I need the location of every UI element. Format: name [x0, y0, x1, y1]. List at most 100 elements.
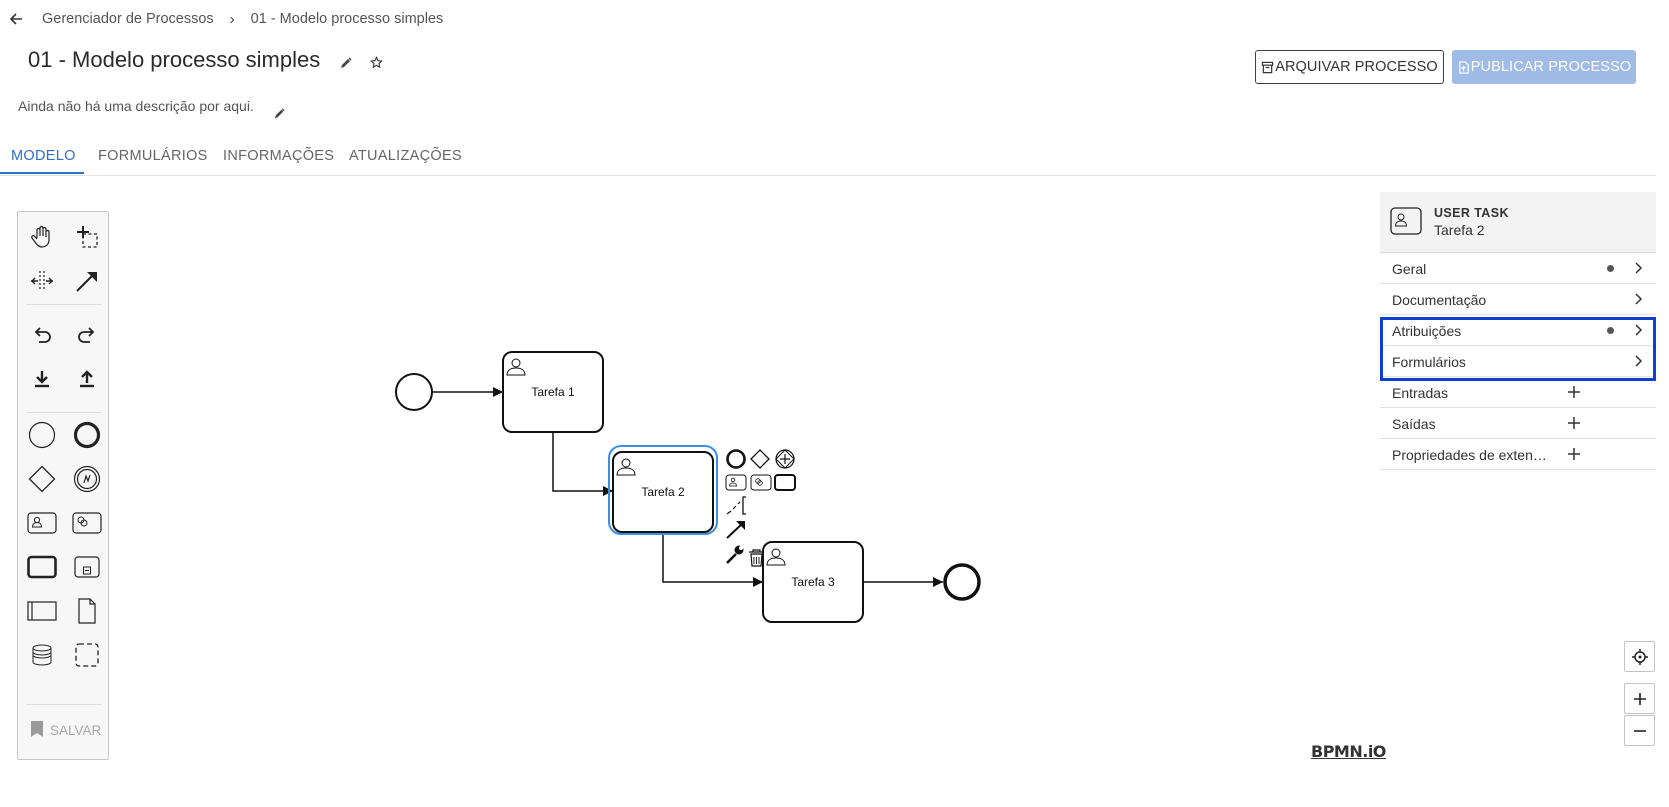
- chevron-right-icon: [1630, 260, 1646, 276]
- user-task-icon[interactable]: [25, 506, 59, 540]
- end-event[interactable]: [943, 563, 981, 601]
- subprocess-icon[interactable]: [70, 550, 104, 584]
- download-icon[interactable]: [25, 362, 59, 396]
- element-name-label: Tarefa 2: [1434, 222, 1485, 238]
- tab-modelo[interactable]: MODELO: [0, 136, 84, 174]
- tab-atualizacoes[interactable]: ATUALIZAÇÕES: [349, 148, 462, 164]
- tab-bar: MODELO FORMULÁRIOS INFORMAÇÕES ATUALIZAÇ…: [0, 136, 1656, 176]
- group-atribuicoes[interactable]: Atribuições: [1380, 315, 1656, 346]
- group-entradas[interactable]: Entradas: [1380, 377, 1656, 408]
- gateway-icon[interactable]: [25, 462, 59, 496]
- change-type-wrench-icon[interactable]: [726, 545, 744, 564]
- breadcrumb: Gerenciador de Processos › 01 - Modelo p…: [6, 8, 443, 30]
- group-formularios[interactable]: Formulários: [1380, 346, 1656, 377]
- back-arrow-icon[interactable]: [6, 9, 26, 29]
- tab-formularios[interactable]: FORMULÁRIOS: [98, 148, 208, 164]
- edit-title-pencil-icon[interactable]: [338, 55, 354, 71]
- tool-palette: SALVAR: [17, 211, 109, 760]
- tab-informacoes[interactable]: INFORMAÇÕES: [223, 148, 335, 164]
- breadcrumb-current-process[interactable]: 01 - Modelo processo simples: [250, 11, 444, 27]
- append-task-icon[interactable]: [774, 474, 796, 491]
- bpmn-io-logo[interactable]: BPMN.iO: [1311, 742, 1386, 761]
- task-label: Tarefa 3: [791, 575, 835, 589]
- bookmark-icon: [30, 720, 44, 741]
- user-task-type-icon: [1390, 206, 1422, 236]
- append-end-event-icon[interactable]: [726, 449, 746, 469]
- zoom-in-button[interactable]: [1624, 683, 1655, 714]
- publish-process-button[interactable]: PUBLICAR PROCESSO: [1452, 50, 1636, 84]
- append-intermediate-event-icon[interactable]: [775, 449, 795, 469]
- start-event-icon[interactable]: [25, 418, 59, 452]
- properties-panel: USER TASK Tarefa 2 Geral Documentação At…: [1380, 192, 1656, 470]
- group-label: Documentação: [1392, 292, 1487, 308]
- group-icon[interactable]: [70, 638, 104, 672]
- start-event[interactable]: [395, 373, 433, 411]
- end-event-icon[interactable]: [70, 418, 104, 452]
- task-tarefa-1[interactable]: Tarefa 1: [502, 351, 604, 433]
- save-button[interactable]: SALVAR: [30, 720, 101, 741]
- append-service-task-icon[interactable]: [750, 474, 772, 491]
- plus-add-icon[interactable]: [1566, 415, 1582, 431]
- group-label: Saídas: [1392, 416, 1436, 432]
- task-icon[interactable]: [25, 550, 59, 584]
- connect-arrow-icon[interactable]: [726, 521, 745, 539]
- task-tarefa-2[interactable]: Tarefa 2: [612, 451, 714, 533]
- archive-box-icon: [1261, 61, 1274, 74]
- archive-process-button[interactable]: ARQUIVAR PROCESSO: [1255, 50, 1444, 84]
- reset-view-crosshair-icon[interactable]: [1624, 641, 1655, 672]
- breadcrumb-process-manager[interactable]: Gerenciador de Processos: [42, 11, 214, 27]
- pool-icon[interactable]: [25, 594, 59, 628]
- publish-document-icon: [1457, 60, 1470, 74]
- page-title: 01 - Modelo processo simples: [28, 47, 321, 72]
- undo-icon[interactable]: [25, 318, 59, 352]
- plus-add-icon[interactable]: [1566, 446, 1582, 462]
- user-task-icon: [616, 458, 636, 476]
- zoom-out-button[interactable]: [1624, 715, 1655, 746]
- delete-trash-icon[interactable]: [749, 549, 764, 567]
- star-favorite-icon[interactable]: [368, 54, 384, 70]
- append-gateway-icon[interactable]: [750, 449, 770, 469]
- data-object-icon[interactable]: [70, 594, 104, 628]
- sequence-flow[interactable]: [552, 432, 613, 496]
- palette-separator: [26, 704, 102, 705]
- redo-icon[interactable]: [70, 318, 104, 352]
- group-saidas[interactable]: Saídas: [1380, 408, 1656, 439]
- user-task-icon: [506, 358, 526, 376]
- lasso-tool-icon[interactable]: [70, 220, 104, 254]
- palette-separator: [26, 304, 102, 305]
- properties-header: USER TASK Tarefa 2: [1380, 192, 1656, 253]
- task-label: Tarefa 1: [531, 385, 575, 399]
- plus-add-icon[interactable]: [1566, 384, 1582, 400]
- context-pad: [725, 449, 796, 567]
- group-label: Propriedades de extensão: [1392, 447, 1552, 463]
- task-tarefa-3[interactable]: Tarefa 3: [762, 541, 864, 623]
- user-task-icon: [766, 548, 786, 566]
- chevron-right-icon: [1630, 291, 1646, 307]
- append-user-task-icon[interactable]: [725, 474, 747, 491]
- element-type-label: USER TASK: [1434, 206, 1509, 220]
- archive-process-label: ARQUIVAR PROCESSO: [1275, 59, 1438, 75]
- group-label: Atribuições: [1392, 323, 1462, 339]
- space-tool-icon[interactable]: [25, 264, 59, 298]
- hand-tool-icon[interactable]: [25, 220, 59, 254]
- chevron-right-icon: [1630, 353, 1646, 369]
- group-label: Formulários: [1392, 354, 1466, 370]
- palette-separator: [26, 412, 102, 413]
- has-data-dot: [1607, 327, 1614, 334]
- data-store-icon[interactable]: [25, 638, 59, 672]
- text-annotation-icon[interactable]: [726, 496, 746, 515]
- process-description: Ainda não há uma descrição por aqui.: [18, 98, 254, 114]
- edit-description-pencil-icon[interactable]: [272, 106, 286, 120]
- save-label: SALVAR: [50, 723, 102, 738]
- upload-icon[interactable]: [70, 362, 104, 396]
- group-label: Entradas: [1392, 385, 1449, 401]
- sequence-flow[interactable]: [662, 532, 763, 587]
- group-geral[interactable]: Geral: [1380, 253, 1656, 284]
- chevron-right-icon: [1630, 322, 1646, 338]
- group-propriedades-extensao[interactable]: Propriedades de extensão: [1380, 439, 1656, 470]
- group-documentacao[interactable]: Documentação: [1380, 284, 1656, 315]
- intermediate-event-icon[interactable]: [70, 462, 104, 496]
- service-task-icon[interactable]: [70, 506, 104, 540]
- connect-tool-icon[interactable]: [70, 264, 104, 298]
